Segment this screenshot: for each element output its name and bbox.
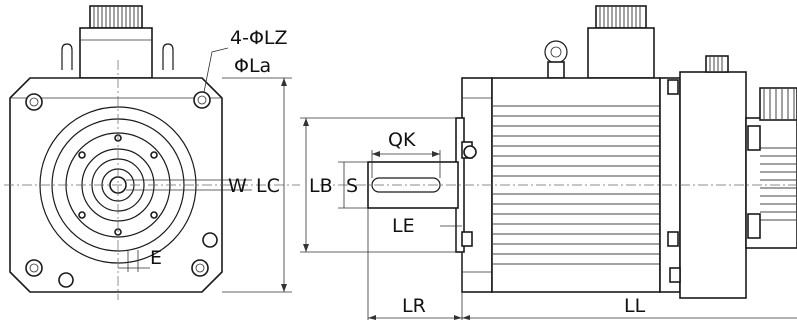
cooling-fins [492,105,660,265]
label-pitch-circle-dia: ΦLa [234,55,271,77]
label-flange-size: LC [256,175,280,197]
top-connector [61,5,174,79]
encoder-unit [745,87,797,249]
label-shaft-dia: S [346,175,358,197]
rear-connector [705,55,729,73]
side-view [300,5,797,320]
mounting-holes [25,91,218,288]
label-pilot-dia: LB [309,175,333,197]
label-shaft-length: LR [402,295,426,317]
side-top-connector [587,5,655,79]
label-key-width: W [228,175,247,197]
shaft-key [371,177,441,193]
front-view [4,5,300,300]
label-motor-length: LL [624,295,646,317]
label-key-offset: E [150,247,162,269]
label-hole-count-dia: 4-ΦLZ [230,27,288,49]
lifting-eye [544,40,568,79]
label-key-length: QK [388,129,416,151]
label-shaft-step: LE [392,215,415,237]
